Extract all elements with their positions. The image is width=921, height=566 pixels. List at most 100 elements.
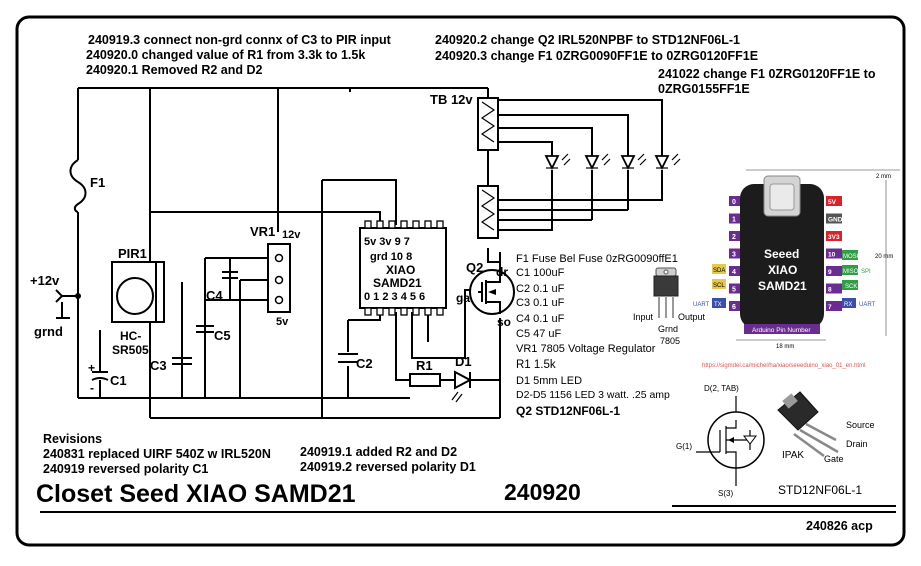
chip-name: XIAO [386,263,415,277]
dim-right: 20 mm [875,254,893,260]
tag-uart-left: UART [693,302,710,308]
chip-name: SAMD21 [373,276,422,290]
vr1-in-label: 12v [282,229,301,241]
capacitor-c5: C5 [196,325,231,343]
board-footer: Arduino Pin Number [752,327,811,334]
pir-model: SR505 [112,343,149,357]
vr1-label: VR1 [250,224,275,239]
board-pin-badge [826,231,842,241]
board-title: Seeed [764,247,799,261]
q2-label: Q2 [466,260,483,275]
board-pin-label: 4 [732,269,736,276]
bom-line: C5 47 uF [516,328,562,340]
chip-pin-stub [364,307,372,316]
board-pin-badge [729,266,740,276]
chip-pin-stub [400,220,408,229]
board-pin-label: GND [828,217,843,224]
d1-label: D1 [455,354,472,369]
ground-label: grnd [34,324,63,339]
reg-output-label: Output [678,312,706,322]
power-input: +12v grnd [30,273,81,339]
chip-pin-stub [436,220,444,229]
drawing-title: Closet Seed XIAO SAMD21 [36,480,356,508]
bom-line: C3 0.1 uF [516,297,565,309]
dim-top: 2 mm [876,174,891,180]
chip-pin-stub [376,307,384,316]
note-line: 240920.0 changed value of R1 from 3.3k t… [86,48,365,62]
board-pin-label: 10 [828,252,836,259]
reg-model-label: 7805 [660,336,680,346]
mosfet-source: S(3) [718,489,733,498]
bom-line: Q2 STD12NF06L-1 [516,404,620,418]
capacitor-c1: + - C1 [88,330,127,398]
capacitor-c4: C4 [206,271,238,303]
r1-label: R1 [416,358,433,373]
board-pin-badge [729,248,740,259]
board-pin-label: 3V3 [828,234,840,241]
capacitor-c2: C2 [338,353,373,371]
chip-pin-stub [388,307,396,316]
fuse-f1: F1 [69,159,105,213]
bom-line: R1 1.5k [516,359,556,371]
board-pin-label: 8 [828,287,832,294]
bom-line: D2-D5 1156 LED 3 watt. .25 amp [516,389,670,401]
chip-pin-stub [364,220,372,229]
board-pin-label: 5V [828,199,837,206]
board-pin-badge [826,213,842,224]
pir-model: HC- [120,329,141,343]
revisions: Revisions 240831 replaced UIRF 540Z w IR… [43,432,476,476]
mosfet-gate: G(1) [676,442,692,451]
board-pin-label: 5 [732,287,736,294]
note-line: 240920.3 change F1 0ZRG0090FF1E to 0ZRG0… [435,49,758,63]
drawing-date: 240920 [504,479,581,505]
tag-sck: SCK [845,284,857,290]
bom-line: C2 0.1 uF [516,283,565,295]
capacitor-c3: C3 [150,357,192,373]
notes-top: 240919.3 connect non-grd connx of C3 to … [86,33,392,77]
revisions-title: Revisions [43,432,102,446]
chip-pin-row-bottom: 0 1 2 3 4 5 6 [364,291,425,303]
ipak-package: IPAK [782,450,804,461]
mosfet-part: STD12NF06L-1 [778,483,862,497]
revision-item: 240919.2 reversed polarity D1 [300,460,476,474]
chip-pin-stub [412,220,420,229]
board-pin-label: 1 [732,217,736,224]
chip-pin-row-top: 5v 3v 9 7 [364,236,410,248]
notes-top-right: 240920.2 change Q2 IRL520NPBF to STD12NF… [435,33,876,96]
board-pin-label: 2 [732,234,736,241]
footer-id: 240826 acp [806,519,873,533]
c2-label: C2 [356,356,373,371]
c1-plus: + [88,361,95,375]
chip-pin-stub [400,307,408,316]
note-line: 240920.1 Removed R2 and D2 [86,63,263,77]
bom-line: F1 Fuse Bel Fuse 0zRG0090ffE1 [516,253,678,265]
ipak-gate: Gate [824,454,844,464]
title-block: Closet Seed XIAO SAMD21 240920 240826 ac… [36,479,896,533]
pir-sensor: PIR1 HC- SR505 [111,246,165,357]
chip-pin-stub [424,307,432,316]
board-pin-label: 6 [732,304,736,311]
note-line: 240919.3 connect non-grd connx of C3 to … [88,33,392,47]
xiao-chip: 5v 3v 9 7 grd 10 8 XIAO SAMD21 0 1 2 3 4… [359,220,447,316]
bom-line: D1 5mm LED [516,375,582,387]
chip-pin-stub [412,307,420,316]
tag-rx: RX [844,302,852,308]
mosfet-q2: Q2 dr ga so [456,260,515,329]
tb-label: TB 12v [430,92,473,107]
chip-pin-stub [388,220,396,229]
q2-gate-label: ga [456,291,470,305]
power-label: +12v [30,273,60,288]
board-pin-label: 3 [732,252,736,259]
xiao-board-pinout: 2 mm 20 mm 18 mm Seeed XIAO SAMD21 Ardui… [693,169,900,369]
chip-pin-stub [424,220,432,229]
board-pin-badge [729,213,740,224]
f1-label: F1 [90,175,105,190]
regulator-vr1: VR1 12v 5v [250,224,301,328]
mosfet-drain-tab: D(2, TAB) [704,384,739,393]
board-title: SAMD21 [758,279,807,293]
c3-label: C3 [150,358,167,373]
board-pin-badge [826,301,842,311]
note-line: 240920.2 change Q2 IRL520NPBF to STD12NF… [435,33,740,47]
led-d2 [544,153,571,171]
c5-label: C5 [214,328,231,343]
